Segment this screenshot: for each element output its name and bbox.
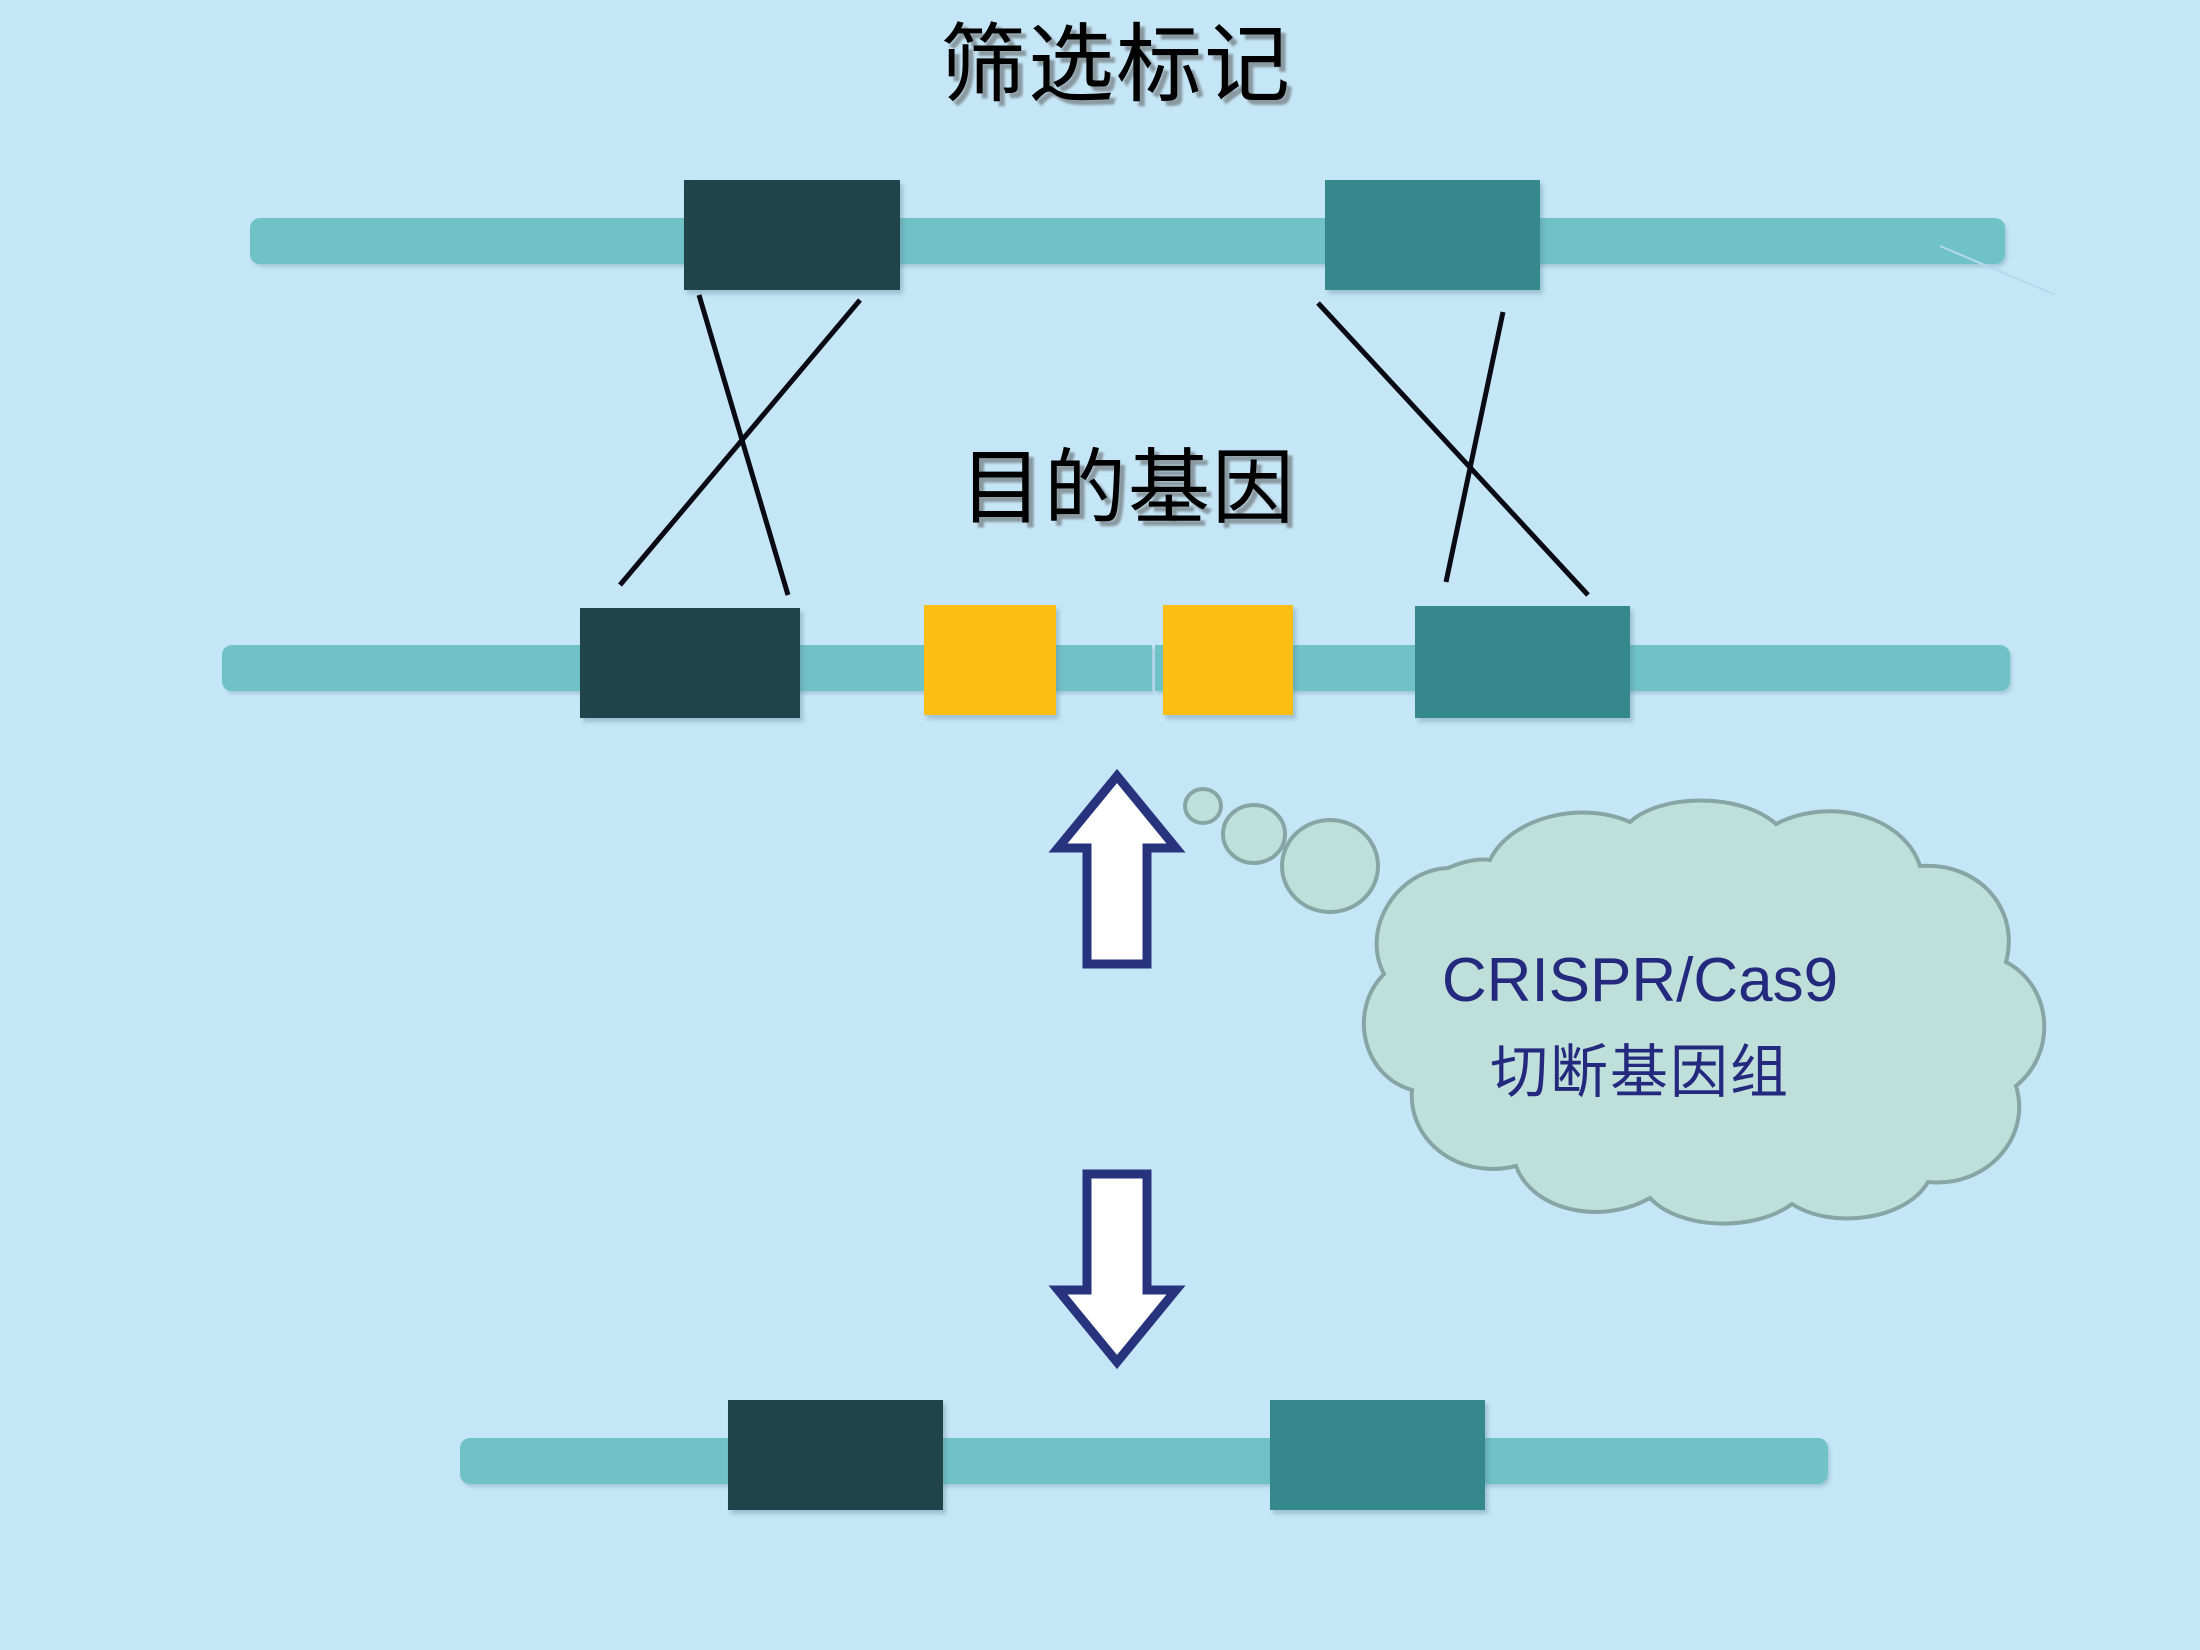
homology-arm-right-bottom: [1270, 1400, 1485, 1510]
page-title-selection-marker: 筛选标记: [940, 15, 1292, 115]
homology-arm-right-top: [1325, 180, 1540, 290]
cloud-text-crispr-cas9: CRISPR/Cas9: [1441, 946, 1839, 1015]
homology-arm-left-donor: [580, 608, 800, 718]
homology-arm-left-bottom: [728, 1400, 943, 1510]
arrow-down: [1048, 1169, 1186, 1370]
thought-cloud: [1183, 787, 2047, 1226]
arrow-up: [1048, 768, 1186, 969]
cloud-text-cut-genome: 切断基因组: [1489, 1038, 1790, 1106]
homology-arm-right-donor: [1415, 606, 1630, 718]
strand-bar-edited-locus-bottom: [460, 1438, 1828, 1484]
selection-marker-box-1: [924, 605, 1056, 715]
homology-arm-left-top: [684, 180, 900, 290]
strand-bar-genomic-locus-top: [250, 218, 2005, 264]
page-subtitle-target-gene: 目的基因: [960, 441, 1297, 536]
selection-marker-box-2: [1163, 605, 1293, 715]
